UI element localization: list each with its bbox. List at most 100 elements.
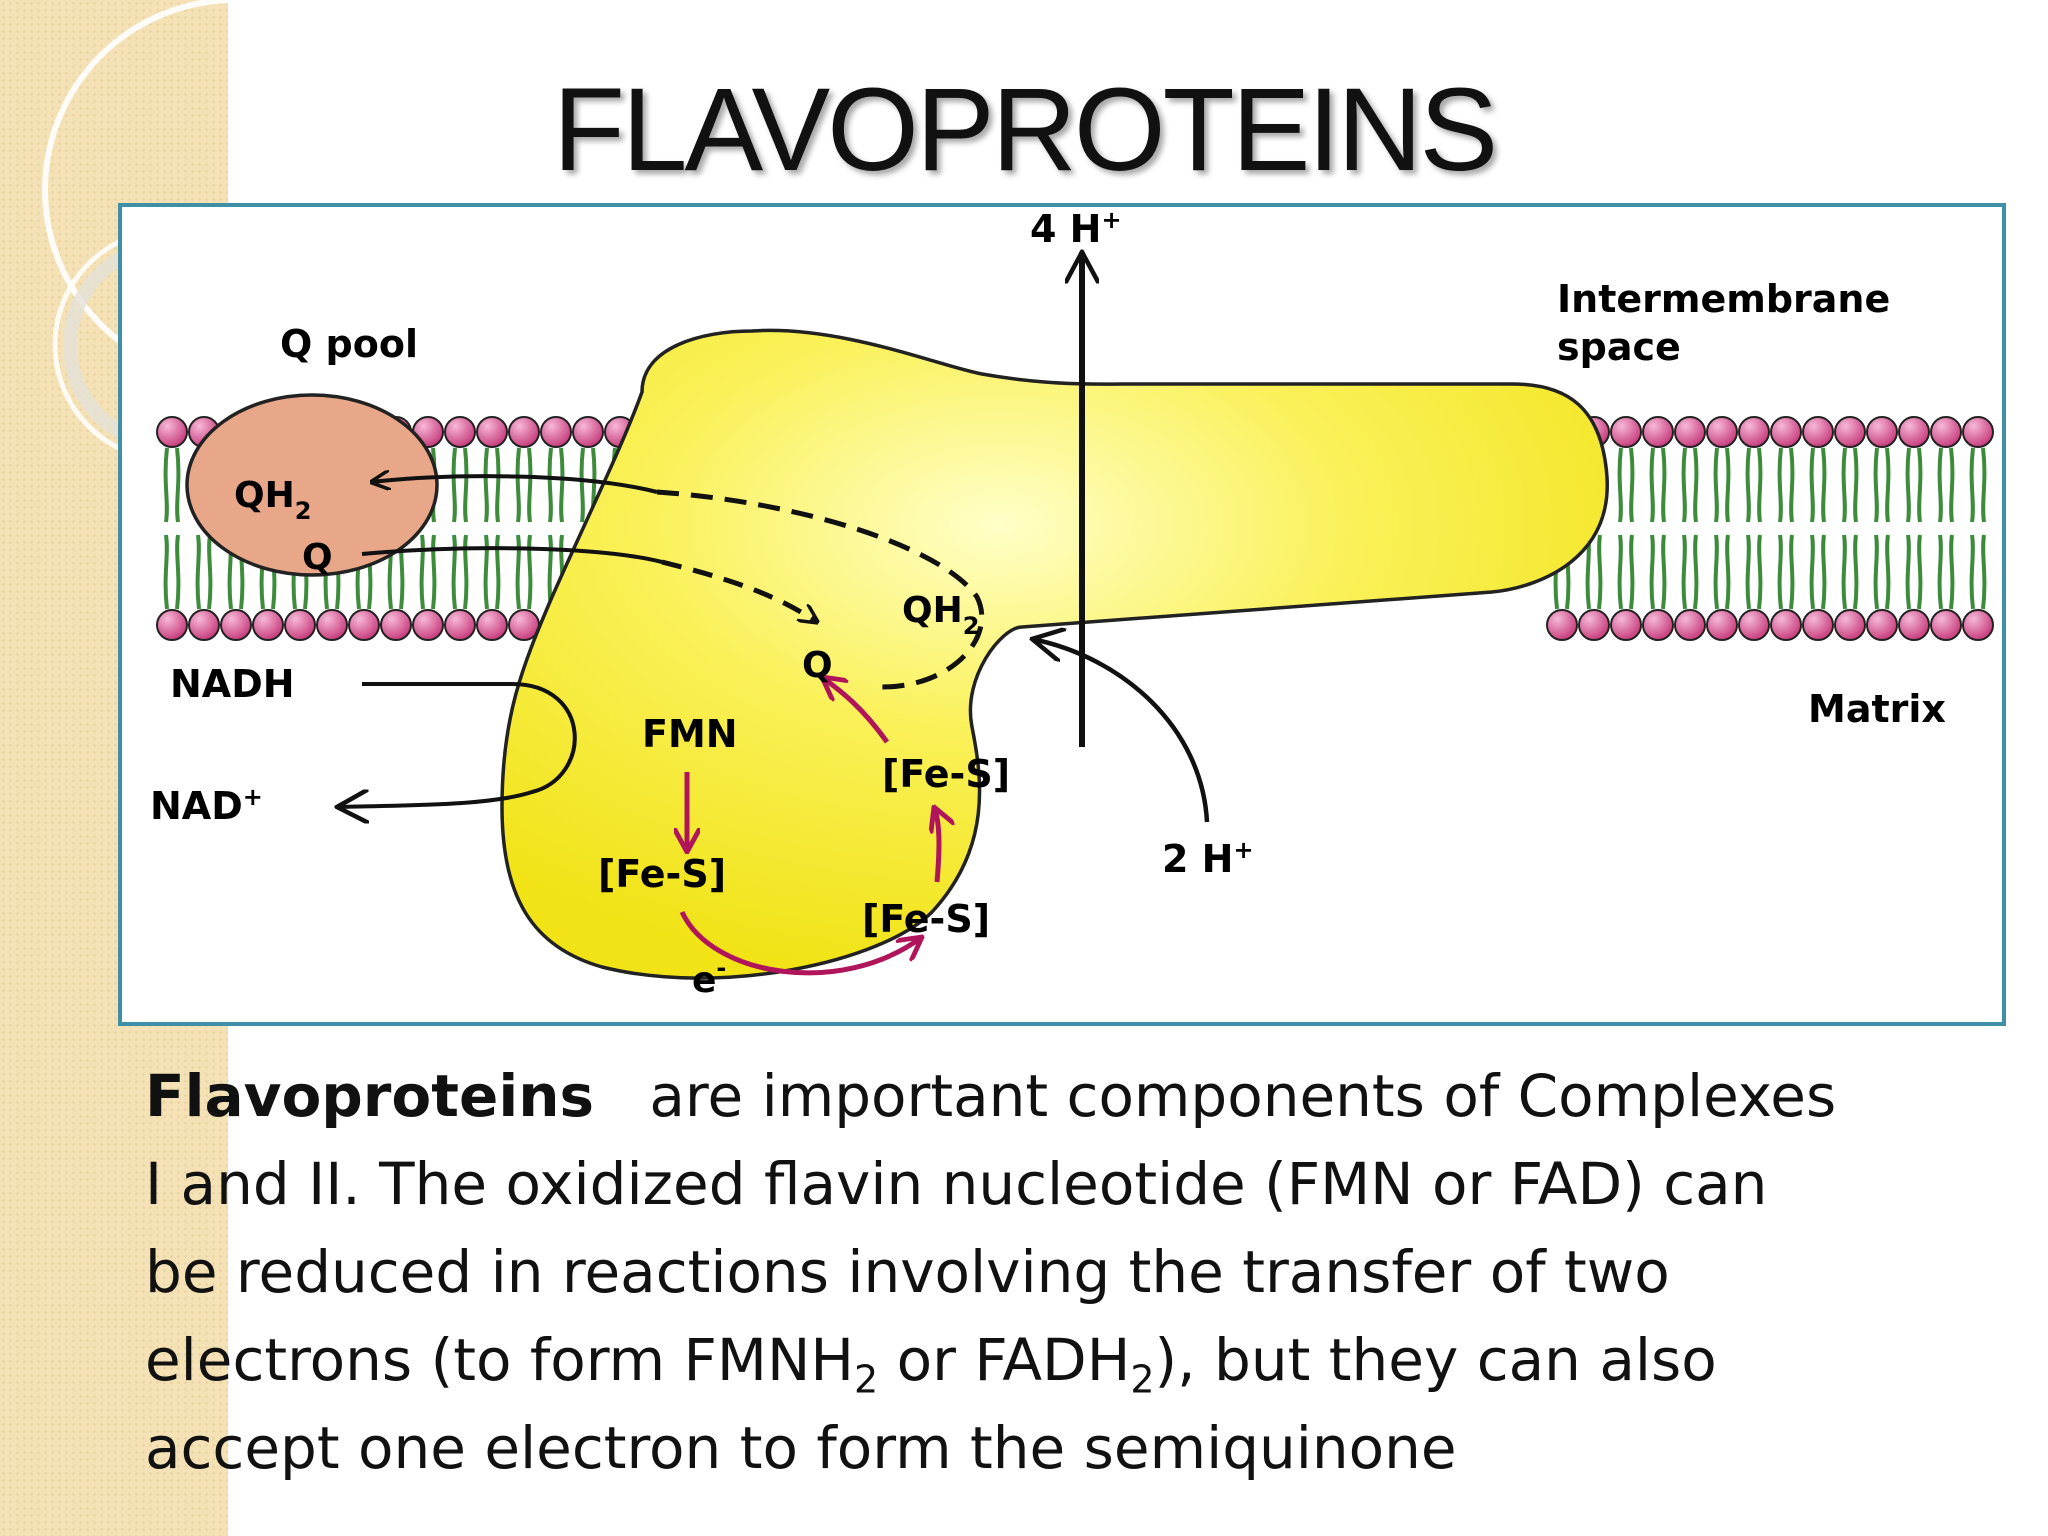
lipid-head: [444, 416, 476, 448]
lipid-tail: [451, 534, 469, 610]
lipid-head: [284, 609, 316, 641]
lipid-tail: [483, 534, 501, 610]
lipid-head: [1962, 416, 1994, 448]
lipid-head: [1898, 609, 1930, 641]
lipid-head: [1738, 609, 1770, 641]
lipid-head: [220, 609, 252, 641]
paragraph-line-4: electrons (to form FMNH2 or FADH2), but …: [145, 1326, 1717, 1402]
lipid-head: [1930, 416, 1962, 448]
lipid-head: [572, 416, 604, 448]
lipid-tail: [1841, 447, 1859, 523]
paragraph-lead: Flavoproteins: [145, 1062, 595, 1130]
lipid-tail: [1905, 447, 1923, 523]
lipid-tail: [1809, 447, 1827, 523]
lipid-head: [1642, 416, 1674, 448]
qh2-pool-label: QH2: [234, 475, 311, 525]
lipid-head: [476, 609, 508, 641]
fes-to-q-arrow: [822, 677, 890, 744]
q-pool-q-label: Q: [302, 537, 333, 578]
lipid-head: [188, 609, 220, 641]
nad-label: NAD+: [150, 783, 263, 828]
intermembrane-label: Intermembrane: [1557, 277, 1890, 321]
lipid-tail: [483, 447, 501, 523]
fes-cluster-label-3: [Fe-S]: [862, 897, 990, 941]
paragraph-line-2: I and II. The oxidized flavin nucleotide…: [145, 1150, 1768, 1218]
qh2-release-arrow: [372, 476, 658, 494]
two-protons-label: 2 H+: [1162, 836, 1254, 881]
lipid-head: [348, 609, 380, 641]
lipid-head: [156, 609, 188, 641]
lipid-head: [1578, 609, 1610, 641]
lipid-head: [1930, 609, 1962, 641]
lipid-head: [1802, 416, 1834, 448]
q-site-label: Q: [802, 645, 833, 686]
lipid-head: [1610, 416, 1642, 448]
lipid-head: [1706, 609, 1738, 641]
q-pool-ellipse: [185, 393, 439, 577]
lipid-head: [1610, 609, 1642, 641]
lipid-tail: [1681, 447, 1699, 523]
qh2-dashed-path: [656, 489, 985, 690]
lipid-head: [1866, 416, 1898, 448]
diagram-frame: Q pool QH2 Q Intermembrane space Matrix …: [118, 203, 2006, 1026]
paragraph-line-5: accept one electron to form the semiquin…: [145, 1414, 1457, 1482]
lipid-tail: [1713, 534, 1731, 610]
lipid-tail: [1777, 534, 1795, 610]
electron-label: e-: [692, 954, 726, 1001]
fes-cluster-label-2: [Fe-S]: [882, 752, 1010, 796]
lipid-tail: [163, 534, 181, 610]
nadh-label: NADH: [170, 662, 295, 706]
lipid-tail: [163, 447, 181, 523]
intermembrane-label-2: space: [1557, 325, 1681, 369]
lipid-head: [540, 416, 572, 448]
lipid-tail: [1649, 534, 1667, 610]
lipid-tail: [1905, 534, 1923, 610]
lipid-head: [1546, 609, 1578, 641]
lipid-head: [1962, 609, 1994, 641]
lipid-tail: [1873, 534, 1891, 610]
lipid-head: [156, 416, 188, 448]
paragraph-line-1: Flavoproteins are important components o…: [145, 1062, 1837, 1130]
lipid-tail: [1777, 447, 1795, 523]
lipid-head: [380, 609, 412, 641]
fes-cluster-label-1: [Fe-S]: [598, 852, 726, 896]
lipid-head: [1674, 609, 1706, 641]
four-protons-label: 4 H+: [1030, 207, 1122, 251]
slide-title: FLAVOPROTEINS: [552, 64, 1498, 196]
lipid-head: [1770, 416, 1802, 448]
lipid-tail: [1937, 447, 1955, 523]
lipid-tail: [547, 447, 565, 523]
body-paragraph: Flavoproteins are important components o…: [145, 1052, 1925, 1492]
electron-transfer-arrow: [679, 910, 922, 976]
lipid-head: [1674, 416, 1706, 448]
qh2-site-label: QH2: [902, 590, 979, 640]
complex-i-diagram: Q pool QH2 Q Intermembrane space Matrix …: [150, 207, 1994, 1001]
matrix-label: Matrix: [1808, 687, 1946, 731]
lipid-head: [444, 609, 476, 641]
lipid-tail: [195, 534, 213, 610]
lipid-head: [316, 609, 348, 641]
lipid-head: [1898, 416, 1930, 448]
lipid-tail: [419, 534, 437, 610]
q-uptake-arrow: [361, 546, 663, 564]
lipid-tail: [1585, 534, 1603, 610]
lipid-head: [1706, 416, 1738, 448]
lipid-tail: [1809, 534, 1827, 610]
lipid-head: [1802, 609, 1834, 641]
lipid-head: [476, 416, 508, 448]
lipid-head: [412, 609, 444, 641]
lipid-tail: [1969, 447, 1987, 523]
q-pool-label: Q pool: [280, 322, 418, 366]
nadh-oxidation-arrow: [337, 682, 577, 807]
fmn-label: FMN: [642, 712, 738, 756]
lipid-tail: [1937, 534, 1955, 610]
lipid-head: [1770, 609, 1802, 641]
lipid-tail: [1969, 534, 1987, 610]
lipid-tail: [1617, 534, 1635, 610]
paragraph-line-3: be reduced in reactions involving the tr…: [145, 1238, 1670, 1306]
lipid-tail: [1617, 447, 1635, 523]
lipid-tail: [515, 534, 533, 610]
fes-to-fes-arrow: [934, 807, 939, 883]
lipid-tail: [1649, 447, 1667, 523]
lipid-tail: [1873, 447, 1891, 523]
